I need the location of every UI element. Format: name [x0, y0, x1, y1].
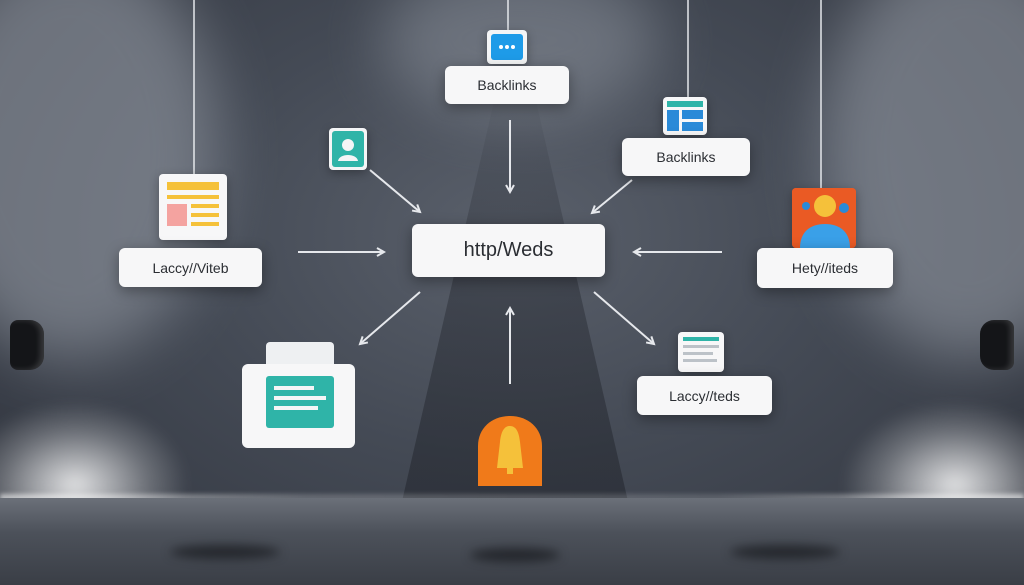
node-bottom-right[interactable]: Laccy//teds: [637, 376, 772, 415]
arrow-backlinks-to-center: [592, 179, 633, 213]
printer-icon[interactable]: [242, 342, 355, 448]
wire-left: [193, 0, 195, 175]
node-left-label: Laccy//Viteb: [152, 259, 229, 276]
user-icon[interactable]: [329, 128, 367, 170]
floor: [0, 498, 1024, 585]
node-bottom-right-label: Laccy//teds: [669, 387, 740, 404]
node-top-right-label: Backlinks: [656, 149, 716, 165]
document-icon[interactable]: [159, 174, 227, 240]
layout-icon[interactable]: [663, 97, 707, 135]
bell-icon[interactable]: [478, 416, 542, 486]
wire-top: [507, 0, 509, 30]
node-right-label: Hety//iteds: [791, 260, 859, 276]
node-right[interactable]: Hety//iteds: [757, 248, 893, 288]
node-top-right-backlinks[interactable]: Backlinks: [622, 138, 750, 176]
wall-glow-right: [820, 0, 1024, 360]
chat-bubble-icon[interactable]: [487, 30, 527, 64]
wire-far-right: [820, 0, 822, 190]
floor-shadow-right: [730, 545, 840, 559]
node-left[interactable]: Laccy//Viteb: [119, 248, 262, 287]
profile-image-icon[interactable]: [792, 188, 856, 248]
node-center[interactable]: http/Weds: [412, 224, 605, 277]
arrow-user-to-center: [369, 169, 420, 212]
wire-top-right: [687, 0, 689, 97]
node-top-label: Backlinks: [477, 77, 537, 93]
arrow-center-to-printer: [360, 291, 421, 344]
floor-shadow-left: [170, 545, 280, 559]
form-icon[interactable]: [678, 332, 724, 372]
lamp-left: [10, 320, 44, 370]
floor-shadow-center: [470, 548, 560, 562]
node-center-label: http/Weds: [463, 239, 554, 261]
node-top-backlinks[interactable]: Backlinks: [445, 66, 569, 104]
arrow-center-to-bottom-right: [593, 291, 654, 344]
lamp-right: [980, 320, 1014, 370]
